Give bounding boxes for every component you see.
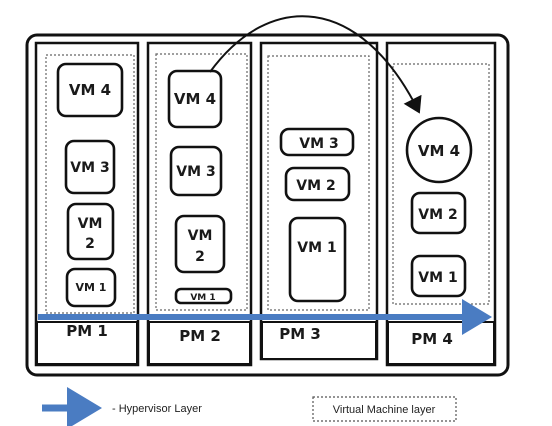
pm-label-box (148, 321, 251, 365)
vm-label: VM 3 (176, 164, 215, 180)
vm-label: VM 4 (418, 142, 460, 160)
vm-box (169, 145, 223, 197)
vm-layer-region (392, 63, 490, 305)
vm-label: VM 1 (76, 281, 107, 294)
vm-box (279, 127, 355, 157)
vm-box (56, 62, 124, 118)
pm-label-box (261, 321, 377, 360)
physical-machine-1: PM 1 VM 4 VM 3 VM 2 VM 1 (34, 41, 140, 367)
legend-vm-layer-label: Virtual Machine layer (333, 404, 436, 416)
vm-label: VM 3 (70, 160, 109, 176)
vm-label: VM 2 (296, 178, 335, 194)
pm-label-box (36, 321, 138, 365)
vm-label: VM 1 (297, 240, 336, 256)
vm-box (284, 166, 351, 202)
vm-label-line: 2 (85, 236, 95, 252)
vm-label-line: VM (78, 216, 103, 232)
vm-box (410, 254, 467, 298)
vm-layer-legend-box (312, 396, 457, 422)
vm-box (174, 287, 233, 305)
vm-label: VM 4 (174, 90, 216, 108)
vm-label-line: VM (188, 228, 213, 244)
pm-label: PM 2 (179, 327, 221, 345)
vm-box (167, 69, 223, 129)
physical-machine-2: PM 2 VM 4 VM 3 VM 2 VM 1 (146, 41, 253, 367)
vm-box (174, 214, 226, 274)
pm-label-box (387, 321, 495, 365)
migration-arrow (209, 15, 422, 114)
vm-label: VM 2 (418, 207, 457, 223)
vm-layer-region (45, 54, 135, 314)
vm-layer-region (155, 53, 248, 311)
pm-label: PM 3 (279, 325, 321, 343)
vm-label: VM 3 (299, 136, 338, 152)
physical-machine-3: PM 3 VM 3 VM 2 VM 1 (259, 41, 379, 361)
pm-label: PM 4 (411, 330, 453, 348)
vm-label: VM 1 (190, 293, 215, 303)
vm-box (65, 267, 117, 308)
pm-label: PM 1 (66, 322, 108, 340)
vm-box (66, 202, 115, 261)
vm-box (410, 191, 467, 235)
vm-layer-region (267, 55, 370, 311)
vm-label: VM 4 (69, 81, 111, 99)
vm-box (64, 139, 116, 195)
vm-label: VM 1 (418, 270, 457, 286)
vm-circle-migrated (405, 116, 473, 184)
vm-label-line: 2 (195, 249, 205, 265)
legend: - Hypervisor Layer Virtual Machine layer (42, 387, 457, 426)
legend-hypervisor-label: - Hypervisor Layer (112, 403, 202, 415)
vm-box (288, 216, 347, 303)
